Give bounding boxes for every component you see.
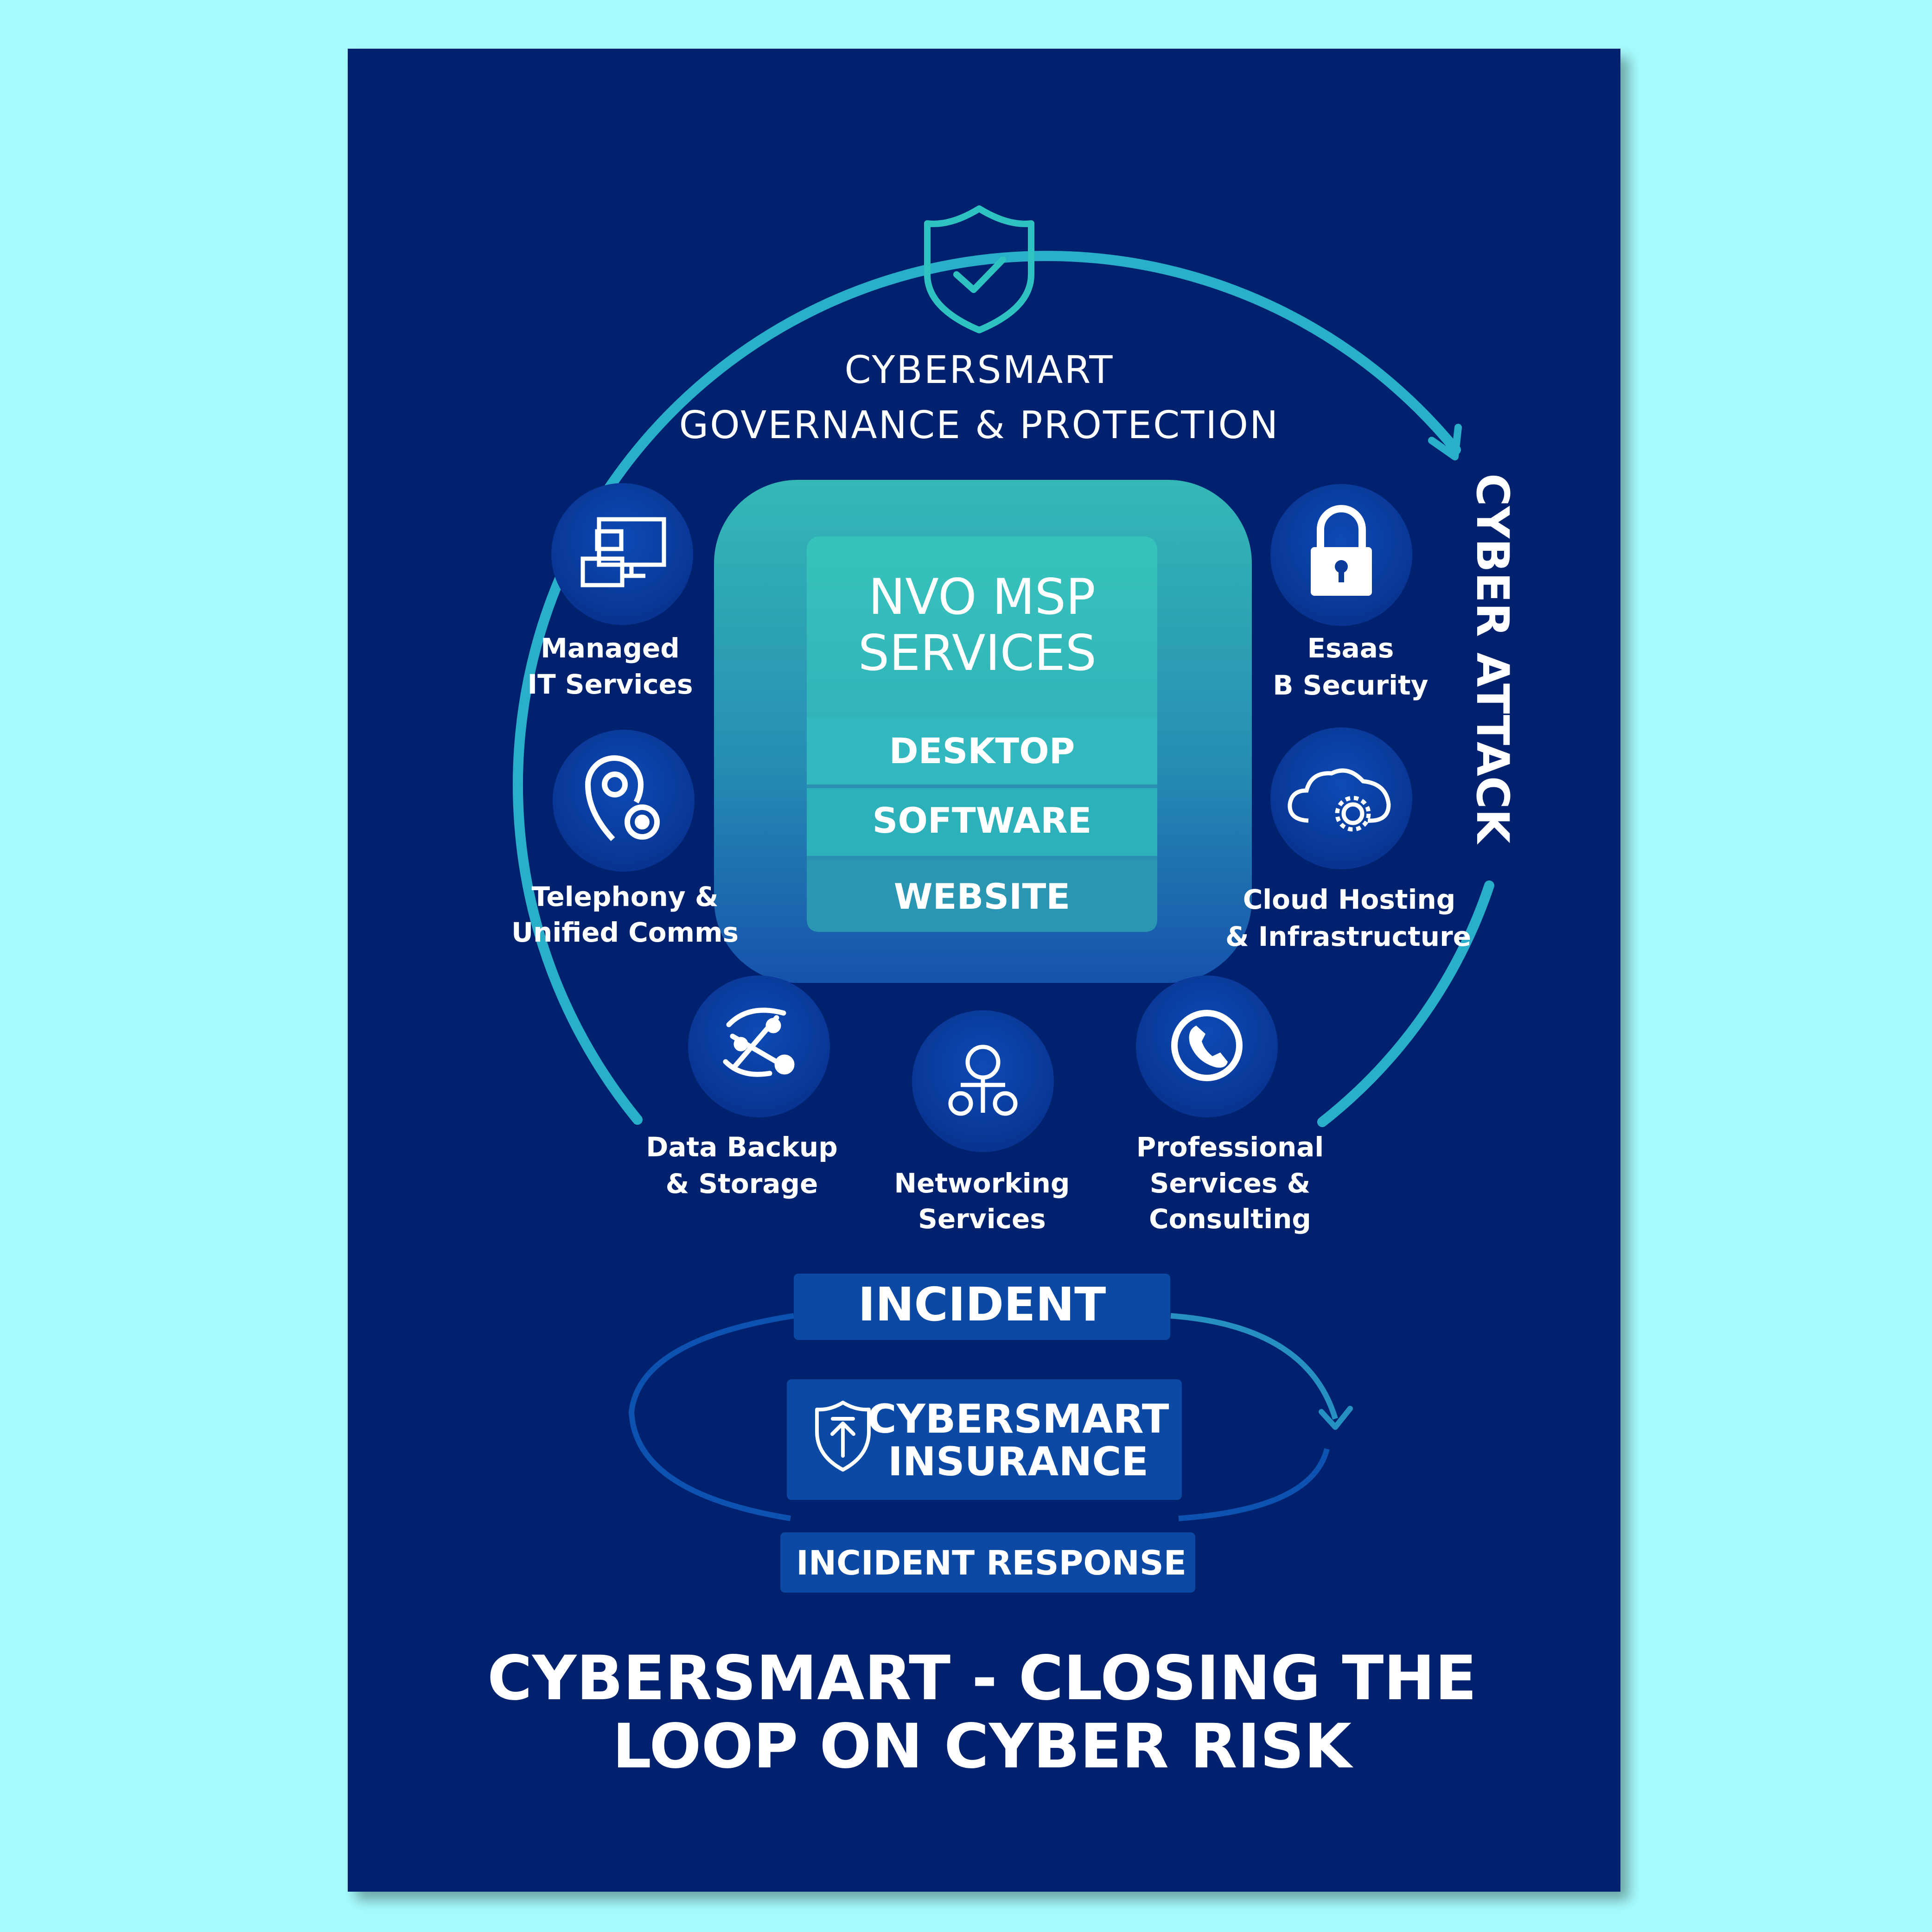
svg-text:& Infrastructure: & Infrastructure bbox=[1225, 921, 1471, 952]
svg-text:Esaas: Esaas bbox=[1307, 632, 1394, 664]
shield-arrow-icon bbox=[815, 1401, 871, 1472]
footer-title-line1: CYBERSMART - CLOSING THE bbox=[487, 1643, 1477, 1714]
svg-text:B Security: B Security bbox=[1273, 670, 1428, 701]
svg-text:Managed: Managed bbox=[541, 632, 680, 664]
core-title-line1: NVO MSP bbox=[868, 568, 1096, 625]
layer-software bbox=[807, 788, 1157, 856]
svg-text:Data Backup: Data Backup bbox=[646, 1131, 837, 1163]
governance-title-line1: CYBERSMART bbox=[845, 348, 1114, 392]
governance-title-line2: GOVERNANCE & PROTECTION bbox=[679, 403, 1280, 447]
insurance-box bbox=[787, 1379, 1182, 1500]
layer-website-label: WEBSITE bbox=[894, 876, 1070, 917]
service-security: Esaas B Security bbox=[1270, 484, 1428, 701]
incident-response-box bbox=[780, 1532, 1195, 1593]
incident-loop-arrowhead bbox=[1319, 1406, 1353, 1430]
svg-text:Services &: Services & bbox=[1150, 1167, 1310, 1199]
ring-arrowhead bbox=[1428, 424, 1462, 460]
layer-website bbox=[807, 860, 1157, 932]
shield-check-icon bbox=[924, 205, 1034, 333]
layer-desktop bbox=[807, 718, 1157, 784]
cloud-gear-icon bbox=[1288, 768, 1391, 832]
svg-text:Consulting: Consulting bbox=[1149, 1203, 1311, 1235]
footer-title-line2: LOOP ON CYBER RISK bbox=[612, 1711, 1354, 1782]
layer-divider bbox=[807, 784, 1157, 788]
incident-box bbox=[794, 1274, 1170, 1340]
svg-text:Networking: Networking bbox=[894, 1167, 1070, 1199]
layer-divider-2 bbox=[807, 856, 1157, 860]
phone-icon bbox=[1171, 1010, 1243, 1081]
layer-software-label: SOFTWARE bbox=[873, 800, 1092, 841]
service-data-backup: Data Backup & Storage bbox=[646, 976, 838, 1199]
svg-text:Unified Comms: Unified Comms bbox=[511, 917, 739, 948]
cyber-attack-label: CYBER ATTACK bbox=[1467, 473, 1518, 845]
layer-desktop-label: DESKTOP bbox=[889, 730, 1075, 772]
service-cloud-hosting: Cloud Hosting & Infrastructure bbox=[1225, 727, 1471, 952]
telephony-icon bbox=[585, 755, 660, 842]
svg-text:Telephony &: Telephony & bbox=[532, 881, 719, 912]
svg-text:Services: Services bbox=[918, 1203, 1046, 1235]
incident-loop-right-bottom bbox=[1178, 1448, 1330, 1521]
network-icon bbox=[948, 1045, 1018, 1116]
service-professional: Professional Services & Consulting bbox=[1136, 976, 1324, 1235]
svg-text:IT Services: IT Services bbox=[528, 669, 693, 700]
padlock-icon bbox=[1311, 505, 1372, 596]
monitors-icon bbox=[580, 517, 666, 587]
svg-text:& Storage: & Storage bbox=[666, 1168, 818, 1199]
service-networking: Networking Services bbox=[894, 1010, 1070, 1235]
incident-loop-right-top bbox=[1170, 1313, 1338, 1420]
service-telephony: Telephony & Unified Comms bbox=[511, 730, 739, 948]
incident-response-label: INCIDENT RESPONSE bbox=[796, 1543, 1186, 1582]
insurance-label-line1: CYBERSMART bbox=[867, 1396, 1169, 1442]
incident-loop-left bbox=[628, 1313, 794, 1521]
svg-text:Professional: Professional bbox=[1136, 1131, 1324, 1163]
core-title-line2: SERVICES bbox=[858, 625, 1097, 682]
protection-ring-right bbox=[1317, 880, 1494, 1127]
incident-label: INCIDENT bbox=[858, 1277, 1106, 1332]
protection-ring bbox=[512, 250, 1461, 1125]
data-backup-icon bbox=[723, 1007, 795, 1077]
svg-text:Cloud Hosting: Cloud Hosting bbox=[1243, 884, 1456, 915]
insurance-label-line2: INSURANCE bbox=[888, 1439, 1148, 1485]
service-managed-it: Managed IT Services bbox=[528, 483, 693, 700]
